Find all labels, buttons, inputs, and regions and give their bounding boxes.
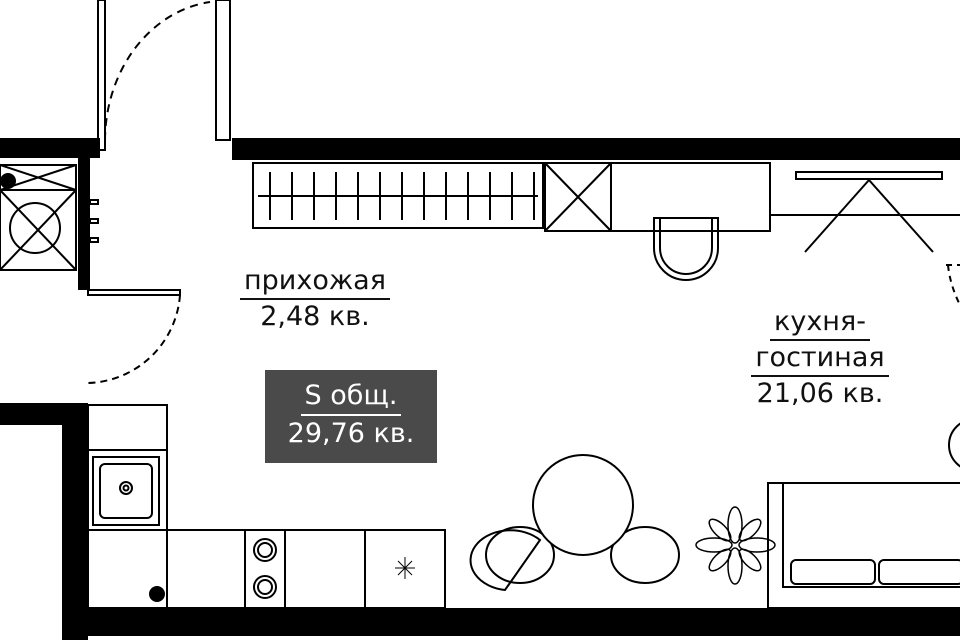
bathroom-door (87, 289, 181, 384)
chair (653, 217, 719, 281)
tv-unit (795, 171, 943, 253)
entrance-door (97, 0, 231, 151)
hallway-label: прихожая 2,48 кв. (225, 264, 405, 334)
round-object (948, 422, 960, 468)
dining-set (469, 454, 680, 592)
walls (0, 138, 960, 640)
door-arc (946, 264, 960, 306)
kitchen-living-label: кухня- гостиная 21,06 кв. (730, 305, 910, 411)
total-area-label: S общ. (300, 378, 402, 416)
plant (695, 506, 776, 585)
stove-burner (253, 538, 277, 562)
total-area-value: 29,76 кв. (287, 418, 415, 449)
wardrobe (252, 162, 960, 232)
sink (92, 456, 160, 526)
hallway-name: прихожая (240, 264, 390, 300)
kitchen-living-name-2: гостиная (751, 341, 889, 377)
hallway-area: 2,48 кв. (260, 301, 370, 332)
kitchen-counter (87, 404, 446, 609)
bathroom-fixtures (0, 164, 99, 271)
kitchen-living-area: 21,06 кв. (756, 378, 884, 409)
sofa (767, 482, 960, 609)
total-area-box: S общ. 29,76 кв. (265, 370, 437, 463)
kitchen-living-name-1: кухня- (770, 305, 870, 341)
stove-burner (253, 575, 277, 599)
